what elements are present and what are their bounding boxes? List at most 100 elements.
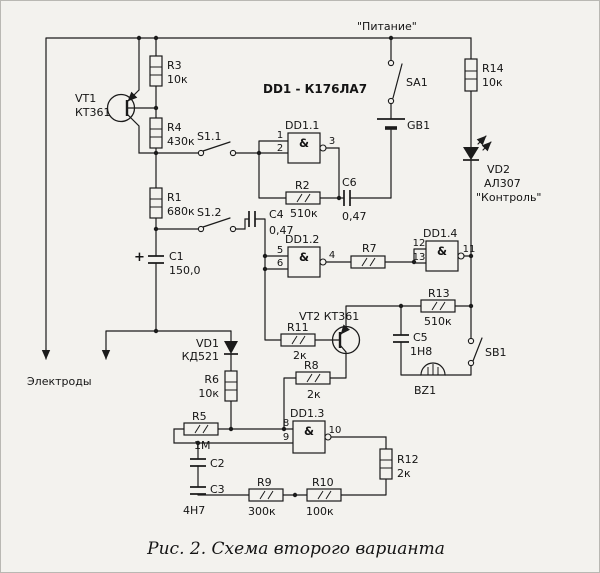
- inversion-circle: [457, 252, 465, 260]
- dd13-pin-in2: 9: [283, 432, 289, 443]
- resistor-r11: R11 2к: [280, 321, 316, 362]
- dd12-pin-out: 4: [329, 250, 335, 261]
- capacitor-c2: C2: [190, 457, 225, 470]
- transistor-icon: [106, 93, 136, 123]
- diode-icon: [224, 341, 238, 354]
- r12-ref: R12: [397, 453, 419, 466]
- resistor-r8: R8 2к: [295, 359, 331, 401]
- dd11-pin-in2: 2: [277, 143, 283, 154]
- figure-caption: Рис. 2. Схема второго варианта: [146, 539, 445, 559]
- capacitor-c1: + C1 150,0: [134, 250, 201, 277]
- inversion-circle: [319, 258, 327, 266]
- vd2-note: "Контроль": [476, 191, 541, 204]
- r3-val: 10к: [167, 73, 188, 86]
- s11-ref: S1.1: [197, 130, 221, 143]
- sa1-ref: SA1: [406, 76, 428, 89]
- capacitor-c5: C5 1Н8: [393, 331, 432, 358]
- resistor-r2: R2 510к: [285, 179, 321, 220]
- capacitor-c4: C4 0,47: [248, 208, 294, 237]
- and-symbol: &: [299, 250, 309, 264]
- transistor-vt2: VT2 КТ361: [299, 310, 361, 355]
- r5-val: 1М: [194, 439, 211, 452]
- resistor-r9: R9 300к: [248, 476, 284, 518]
- wire-right-region: [283, 90, 472, 430]
- dd13-name: DD1.3: [290, 407, 324, 420]
- resistor-r5: R5 1М: [183, 410, 219, 452]
- c4-val: 0,47: [269, 224, 294, 237]
- gate-dd1-1: DD1.1 & 1 2 3: [277, 119, 335, 164]
- vt1-val: КТ361: [75, 106, 111, 119]
- r1-val: 680к: [167, 205, 195, 218]
- dd13-pin-in1: 8: [283, 418, 289, 429]
- gate-body: [287, 132, 321, 164]
- switch-s1-2: S1.2: [197, 206, 237, 233]
- inversion-circle: [319, 144, 327, 152]
- diode-vd1: VD1 КД521: [182, 337, 238, 363]
- wire-left-column: [126, 37, 260, 332]
- vd2-ref: VD2: [487, 163, 510, 176]
- r14-val: 10к: [482, 76, 503, 89]
- dd11-pin-in1: 1: [277, 130, 283, 141]
- buzzer-bz1: BZ1: [414, 362, 446, 397]
- vd2-val: АЛ307: [484, 177, 521, 190]
- resistor-r14: R14 10к: [464, 58, 504, 92]
- gate-body: [425, 240, 459, 272]
- vd1-ref: VD1: [196, 337, 219, 350]
- c4-ref: C4: [269, 208, 284, 221]
- c6-val: 0,47: [342, 210, 367, 223]
- r11-ref: R11: [287, 321, 309, 334]
- bz1-ref: BZ1: [414, 384, 436, 397]
- dd14-pin-in2: 13: [413, 252, 426, 263]
- gate-body: [287, 246, 321, 278]
- dd14-name: DD1.4: [423, 227, 457, 240]
- resistor-r13: R13 510к: [420, 287, 456, 328]
- r12-val: 2к: [397, 467, 411, 480]
- r4-val: 430к: [167, 135, 195, 148]
- ic-label: DD1 - К176ЛА7: [263, 82, 367, 96]
- c5-ref: C5: [413, 331, 428, 344]
- and-symbol: &: [437, 244, 447, 258]
- capacitor-c6: C6 0,47: [342, 176, 367, 223]
- inversion-circle: [324, 433, 332, 441]
- r10-val: 100к: [306, 505, 334, 518]
- r13-val: 510к: [424, 315, 452, 328]
- battery-gb1: GB1: [377, 118, 430, 132]
- r3-ref: R3: [167, 59, 182, 72]
- electrodes-label: Электроды: [27, 375, 92, 388]
- r8-ref: R8: [304, 359, 319, 372]
- resistor-r3: R3 10к: [149, 55, 188, 87]
- wire-gate-region: [254, 140, 472, 341]
- power-label: "Питание": [357, 20, 417, 33]
- transistor-vt1: VT1 КТ361: [75, 89, 140, 123]
- dd12-pin-in1: 5: [277, 245, 283, 256]
- dd11-pin-out: 3: [329, 136, 335, 147]
- r4-ref: R4: [167, 121, 182, 134]
- capacitor-c3: C3 4Н7: [183, 483, 225, 517]
- wire-rails: [45, 37, 472, 350]
- button-sb1: SB1: [467, 337, 507, 367]
- dd13-pin-out: 10: [329, 425, 342, 436]
- c1-polarity: +: [134, 250, 145, 265]
- sb1-ref: SB1: [485, 346, 507, 359]
- r2-val: 510к: [290, 207, 318, 220]
- gb1-ref: GB1: [407, 119, 430, 132]
- dd14-pin-out: 11: [463, 244, 476, 255]
- r8-val: 2к: [307, 388, 321, 401]
- resistor-r6: R6 10к: [198, 370, 238, 402]
- gate-dd1-4: DD1.4 & 12 13 11: [413, 227, 476, 272]
- dd12-pin-in2: 6: [277, 258, 283, 269]
- r2-ref: R2: [295, 179, 310, 192]
- r7-ref: R7: [362, 242, 377, 255]
- r14-ref: R14: [482, 62, 504, 75]
- gate-dd1-2: DD1.2 & 5 6 4: [277, 233, 335, 278]
- c3-val: 4Н7: [183, 504, 205, 517]
- dd12-name: DD1.2: [285, 233, 319, 246]
- c5-val: 1Н8: [410, 345, 432, 358]
- r6-ref: R6: [204, 373, 219, 386]
- gate-body: [292, 420, 326, 454]
- c6-ref: C6: [342, 176, 357, 189]
- r1-ref: R1: [167, 191, 182, 204]
- c1-val: 150,0: [169, 264, 201, 277]
